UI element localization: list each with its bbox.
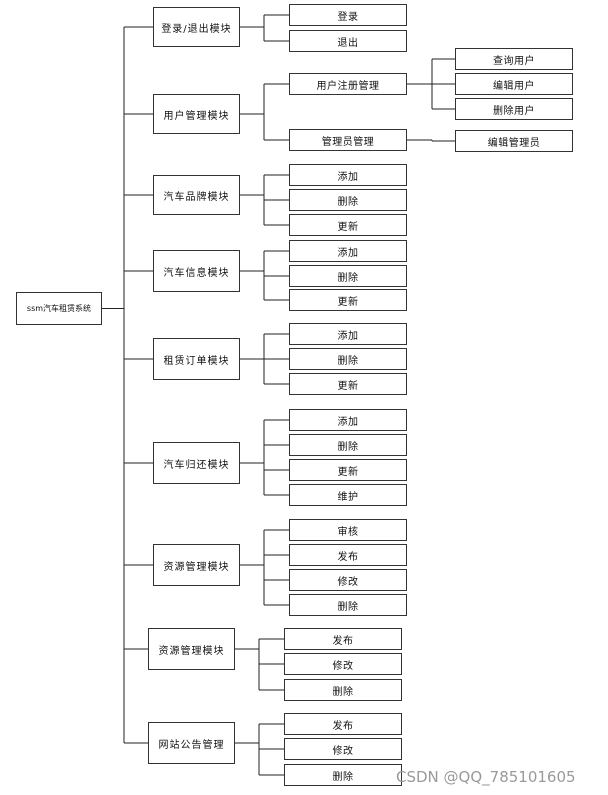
submodule-node: 删除 [289, 189, 407, 211]
module-node: 汽车归还模块 [153, 442, 240, 484]
submodule-node: 删除 [289, 348, 407, 370]
submodule-node: 添加 [289, 164, 407, 186]
submodule-node: 更新 [289, 289, 407, 311]
submodule-node: 维护 [289, 484, 407, 506]
function-node: 删除用户 [455, 98, 573, 120]
submodule-node: 退出 [289, 30, 407, 52]
function-node: 编辑管理员 [455, 130, 573, 152]
submodule-node: 删除 [289, 594, 407, 616]
watermark: CSDN @QQ_785101605 [396, 768, 576, 786]
submodule-node: 修改 [284, 653, 402, 675]
submodule-node: 删除 [289, 434, 407, 456]
submodule-node: 修改 [284, 738, 402, 760]
submodule-node: 管理员管理 [289, 129, 407, 151]
submodule-node: 登录 [289, 4, 407, 26]
submodule-node: 添加 [289, 323, 407, 345]
module-node: 汽车信息模块 [153, 250, 240, 292]
module-node: 租赁订单模块 [153, 338, 240, 380]
module-node: 汽车品牌模块 [153, 175, 240, 215]
submodule-node: 添加 [289, 409, 407, 431]
submodule-node: 删除 [284, 764, 402, 786]
submodule-node: 修改 [289, 569, 407, 591]
module-node: 资源管理模块 [148, 628, 235, 670]
submodule-node: 删除 [289, 265, 407, 287]
submodule-node: 更新 [289, 373, 407, 395]
submodule-node: 删除 [284, 679, 402, 701]
module-node: 登录/退出模块 [153, 7, 240, 47]
submodule-node: 用户注册管理 [289, 73, 407, 95]
function-node: 编辑用户 [455, 73, 573, 95]
submodule-node: 更新 [289, 214, 407, 236]
module-node: 资源管理模块 [153, 544, 240, 586]
module-node: 用户管理模块 [153, 94, 240, 134]
submodule-node: 添加 [289, 240, 407, 262]
submodule-node: 发布 [284, 713, 402, 735]
submodule-node: 发布 [284, 628, 402, 650]
function-node: 查询用户 [455, 48, 573, 70]
module-node: 网站公告管理 [148, 722, 235, 764]
submodule-node: 审核 [289, 519, 407, 541]
root-node: ssm汽车租赁系统 [16, 292, 102, 325]
submodule-node: 发布 [289, 544, 407, 566]
submodule-node: 更新 [289, 459, 407, 481]
